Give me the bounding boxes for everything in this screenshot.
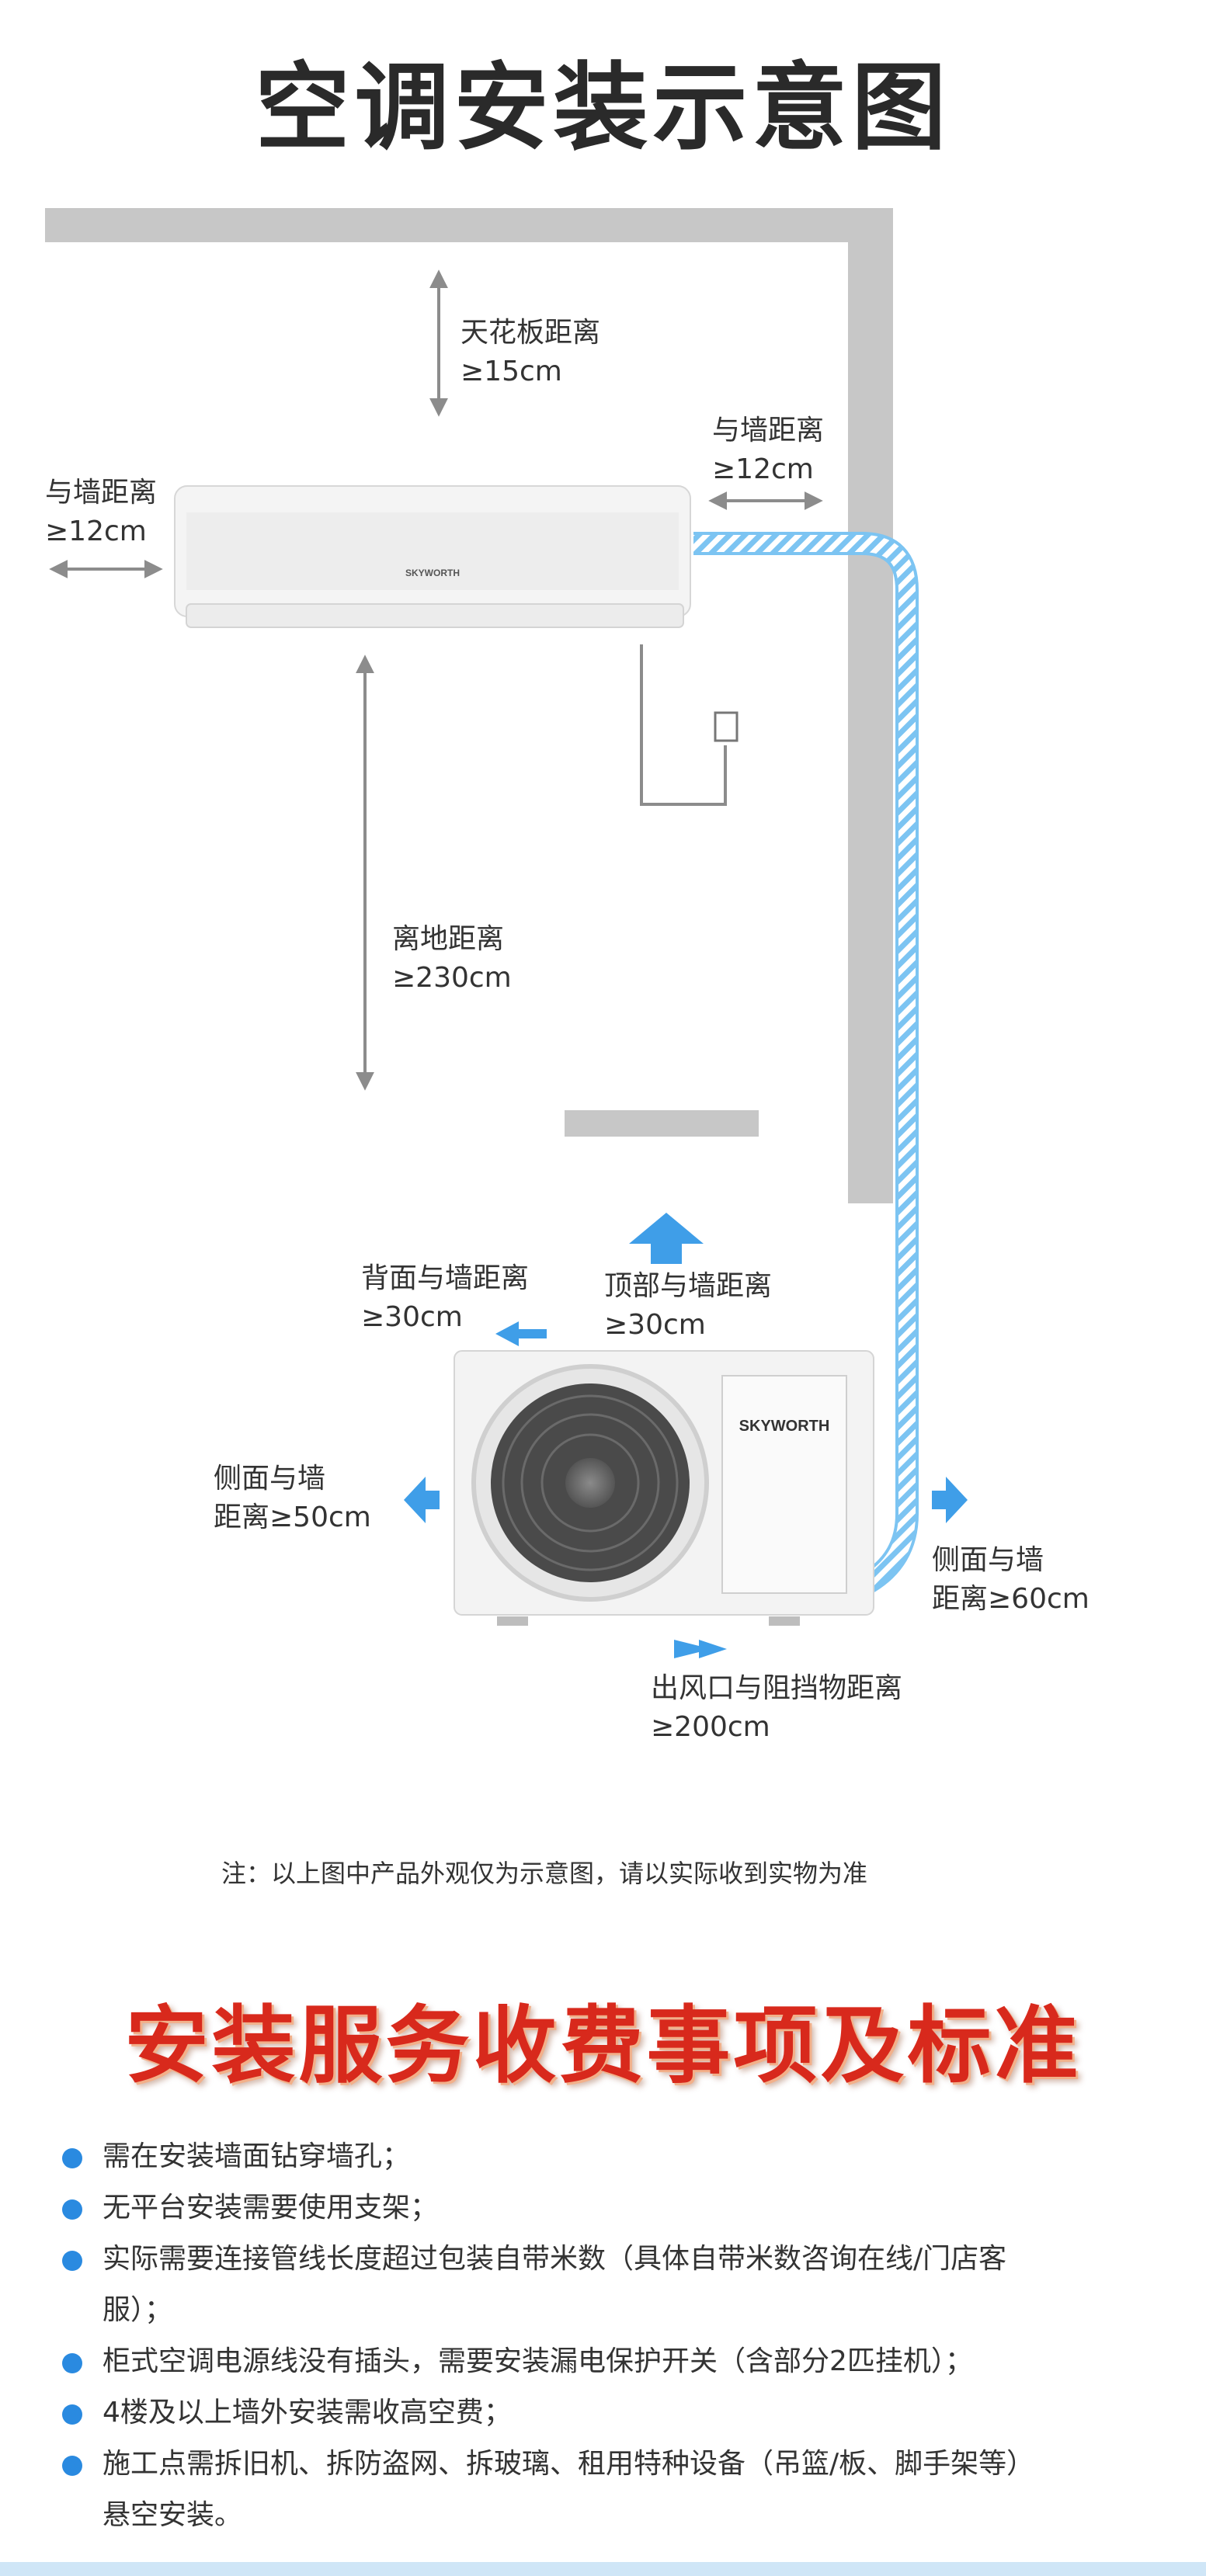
fee-item-text: 施工点需拆旧机、拆防盗网、拆玻璃、租用特种设备（吊篮/板、脚手架等） (103, 2448, 1035, 2480)
right-clearance-arrow-icon (932, 1477, 968, 1523)
right-clearance-label: 侧面与墙 距离≥60cm (932, 1541, 1090, 1619)
back-clearance-title: 背面与墙距离 (361, 1262, 530, 1294)
floor-distance-value: ≥230cm (392, 962, 512, 994)
installation-diagram: SKYWORTH SKYWORTH (49, 269, 968, 1658)
page-title: 空调安装示意图 (255, 53, 951, 163)
left-clearance-value: 距离≥50cm (214, 1502, 371, 1533)
front-clearance-arrow-icon (674, 1640, 727, 1658)
fee-list: 需在安装墙面钻穿墙孔； 无平台安装需要使用支架； 实际需要连接管线长度超过包装自带米… (62, 2131, 1149, 2541)
fee-item-text: 服）； (103, 2294, 173, 2326)
right-clearance-value: 距离≥60cm (932, 1583, 1090, 1615)
indoor-brand-label: SKYWORTH (405, 568, 460, 578)
ceiling-wall (45, 208, 893, 242)
fee-list-item: 实际需要连接管线长度超过包装自带米数（具体自带米数咨询在线/门店客服）； (62, 2234, 1149, 2336)
indoor-unit: SKYWORTH (174, 485, 691, 628)
right-clearance-title: 侧面与墙 (932, 1544, 1044, 1576)
floor-distance-title: 离地距离 (392, 923, 505, 955)
top-clearance-value: ≥30cm (604, 1309, 706, 1341)
bullet-dot-icon (62, 2251, 82, 2271)
left-wall-distance-label: 与墙距离 ≥12cm (45, 474, 157, 551)
fee-item-text: 实际需要连接管线长度超过包装自带米数（具体自带米数咨询在线/门店客 (103, 2243, 1007, 2275)
top-clearance-label: 顶部与墙距离 ≥30cm (604, 1267, 772, 1345)
fee-list-item: 4楼及以上墙外安装需收高空费； (62, 2387, 1149, 2439)
bullet-dot-icon (62, 2148, 82, 2168)
fee-list-item: 柜式空调电源线没有插头，需要安装漏电保护开关（含部分2匹挂机）； (62, 2336, 1149, 2387)
fee-item-text: 无平台安装需要使用支架； (103, 2192, 439, 2224)
fee-item-text: 4楼及以上墙外安装需收高空费； (103, 2397, 512, 2428)
bullet-dot-icon (62, 2404, 82, 2425)
bullet-dot-icon (62, 2199, 82, 2220)
fee-item-text: 悬空安装。 (103, 2499, 243, 2531)
ceiling-distance-label: 天花板距离 ≥15cm (461, 314, 600, 391)
left-wall-distance-title: 与墙距离 (45, 477, 158, 509)
fee-item-text: 需在安装墙面钻穿墙孔； (103, 2140, 411, 2172)
disclaimer-note: 注：以上图中产品外观仅为示意图，请以实际收到实物为准 (221, 1859, 868, 1888)
drain-wire (640, 644, 727, 806)
front-clearance-label: 出风口与阻挡物距离 ≥200cm (651, 1669, 902, 1747)
outdoor-brand-label: SKYWORTH (739, 1418, 830, 1435)
fee-list-item: 无平台安装需要使用支架； (62, 2182, 1149, 2234)
right-wall-distance-label: 与墙距离 ≥12cm (712, 411, 824, 489)
fee-list-item: 需在安装墙面钻穿墙孔； (62, 2131, 1149, 2182)
back-clearance-value: ≥30cm (361, 1301, 463, 1333)
front-clearance-value: ≥200cm (651, 1711, 770, 1743)
top-clearance-arrow-icon (629, 1213, 704, 1264)
right-wall (848, 208, 893, 1203)
fees-heading: 安装服务收费事项及标准 (124, 1998, 1082, 2095)
left-wall-distance-value: ≥12cm (45, 516, 147, 547)
ceiling-distance-title: 天花板距离 (461, 317, 601, 349)
refrigerant-pipe-stripes (693, 535, 916, 1592)
left-clearance-title: 侧面与墙 (214, 1463, 326, 1495)
outdoor-unit: SKYWORTH (454, 1350, 874, 1626)
left-clearance-arrow-icon (404, 1477, 440, 1523)
left-clearance-label: 侧面与墙 距离≥50cm (214, 1460, 371, 1537)
right-wall-distance-value: ≥12cm (712, 453, 814, 485)
bullet-dot-icon (62, 2353, 82, 2373)
fee-list-item: 施工点需拆旧机、拆防盗网、拆玻璃、租用特种设备（吊篮/板、脚手架等） 悬空安装。 (62, 2439, 1149, 2541)
back-clearance-arrow-icon (495, 1321, 547, 1346)
floor-distance-label: 离地距离 ≥230cm (392, 920, 512, 998)
power-socket-icon (714, 711, 739, 742)
right-wall-distance-title: 与墙距离 (712, 415, 825, 446)
front-clearance-title: 出风口与阻挡物距离 (651, 1672, 903, 1704)
bottom-divider (0, 2562, 1206, 2576)
fee-item-text: 柜式空调电源线没有插头，需要安装漏电保护开关（含部分2匹挂机）； (103, 2345, 973, 2377)
ledge (565, 1110, 759, 1137)
top-clearance-title: 顶部与墙距离 (604, 1270, 773, 1302)
bullet-dot-icon (62, 2456, 82, 2476)
ceiling-distance-value: ≥15cm (461, 356, 562, 387)
back-clearance-label: 背面与墙距离 ≥30cm (361, 1259, 529, 1337)
